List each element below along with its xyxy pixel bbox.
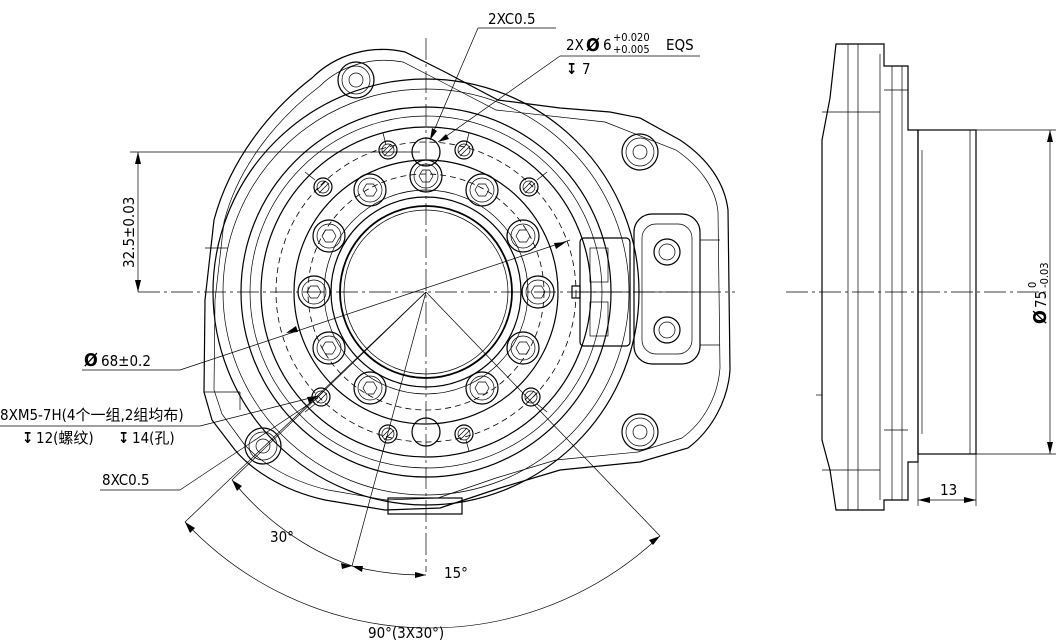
arc-15	[351, 565, 427, 576]
bore-outer	[330, 196, 522, 388]
callout-thread-line1: 8XM5-7H(4个一组,2组均布)	[0, 406, 184, 424]
corner-bolt-bottom-right	[621, 413, 659, 451]
bolt-7	[297, 275, 331, 309]
side-flange	[917, 129, 977, 455]
dim-length-arrow-left	[918, 497, 930, 503]
side-body-outline	[821, 43, 919, 511]
dim-flange-arrow-bottom	[1047, 442, 1053, 454]
dim-flange-label-group: Ø 75 0 -0.03	[1026, 262, 1051, 324]
corner-bolt-top-left	[337, 61, 375, 99]
callout-pin-depth-symbol: ↧	[566, 60, 577, 78]
callout-pin-diameter-symbol: Ø	[586, 35, 600, 56]
callout-pin-leader	[437, 55, 700, 143]
dim-flange-tol-lower: -0.03	[1038, 262, 1051, 288]
callout-pin-tol-lower: +0.005	[613, 43, 650, 56]
thread-hole-1	[378, 140, 398, 160]
angle-15-label: 15°	[444, 564, 468, 582]
thread-hole-4	[519, 177, 539, 197]
dim-flange-diameter: 75	[1032, 291, 1050, 308]
threaded-holes	[311, 140, 541, 444]
housing-outline	[203, 48, 731, 511]
callout-pin-prefix: 2X	[566, 36, 584, 54]
pitch-circle-bolts	[307, 173, 545, 411]
thread-hole-7	[378, 424, 398, 444]
thread-hole-3	[313, 177, 333, 197]
dim-length-label: 13	[940, 481, 957, 499]
bolt-9	[353, 371, 387, 405]
radial-ticks	[304, 132, 548, 452]
side-view: Ø 75 0 -0.03 13	[786, 43, 1056, 511]
dim-vertical-offset-label: 32.5±0.03	[120, 197, 138, 268]
corner-bolt-top-right	[621, 133, 659, 171]
angle-90-label: 90°(3X30°)	[368, 624, 444, 642]
housing-inner-edge	[213, 59, 721, 501]
arc-90	[184, 521, 661, 629]
bolt-3	[465, 173, 499, 207]
dim-length-arrow-right	[964, 497, 976, 503]
callout-chamfer-bottom: 8XC0.5	[102, 471, 150, 489]
bottom-tab	[387, 497, 463, 515]
bolt-1	[521, 275, 555, 309]
bolt-4	[409, 159, 443, 193]
callout-pin-suffix: EQS	[666, 36, 694, 54]
bolt-ring	[297, 159, 555, 405]
pitch-circle-outer	[275, 141, 577, 443]
callout-chamfer-top-leader	[429, 27, 556, 141]
corner-bolt-bottom-left	[244, 427, 282, 465]
dim-flange-diameter-symbol: Ø	[1030, 310, 1051, 324]
thread-hole-6	[521, 387, 541, 407]
bolt-6	[312, 219, 346, 253]
bolt-5	[353, 173, 387, 207]
callout-thread-sym1: ↧	[22, 429, 33, 447]
callout-pin-diameter: 6	[603, 36, 612, 54]
bolt-ring-inner	[323, 189, 529, 395]
callout-pin-tol-upper: +0.020	[613, 31, 650, 44]
thread-hole-2	[454, 140, 474, 160]
connector-block	[571, 237, 631, 347]
dim-flange-tol-upper: 0	[1026, 282, 1039, 288]
callout-pin-depth: 7	[582, 60, 591, 78]
dim-pcd	[82, 239, 571, 371]
bore-chamfer	[343, 209, 509, 375]
bolt-11	[506, 331, 540, 365]
callout-chamfer-top: 2XC0.5	[488, 10, 536, 28]
callout-chamfer-bottom-leader	[100, 397, 319, 491]
angle-30-label: 30°	[270, 528, 294, 546]
bore-inner	[339, 205, 513, 379]
thread-hole-8	[454, 424, 474, 444]
callout-thread-sym2: ↧	[118, 429, 129, 447]
dim-flange-arrow-top	[1047, 130, 1053, 142]
bolt-8	[312, 331, 346, 365]
angular-dim-lines	[184, 291, 661, 629]
callout-thread-depth-b: 14(孔)	[132, 429, 175, 447]
front-view: 32.5±0.03 Ø 68±0.2 8XM5-7H(4个一组,2组均布) ↧ …	[0, 10, 735, 642]
dim-vertical-offset	[130, 151, 420, 292]
cable-gland	[633, 213, 701, 365]
callout-thread-depth-a: 12(螺纹)	[36, 429, 94, 447]
bolt-10	[465, 371, 499, 405]
callout-thread-leader	[0, 395, 319, 427]
dim-pcd-symbol: Ø	[84, 350, 98, 371]
pin-hole-bottom	[411, 417, 441, 447]
dim-pcd-label: 68±0.2	[101, 352, 151, 370]
arc-30	[231, 479, 353, 567]
bolt-2	[506, 219, 540, 253]
